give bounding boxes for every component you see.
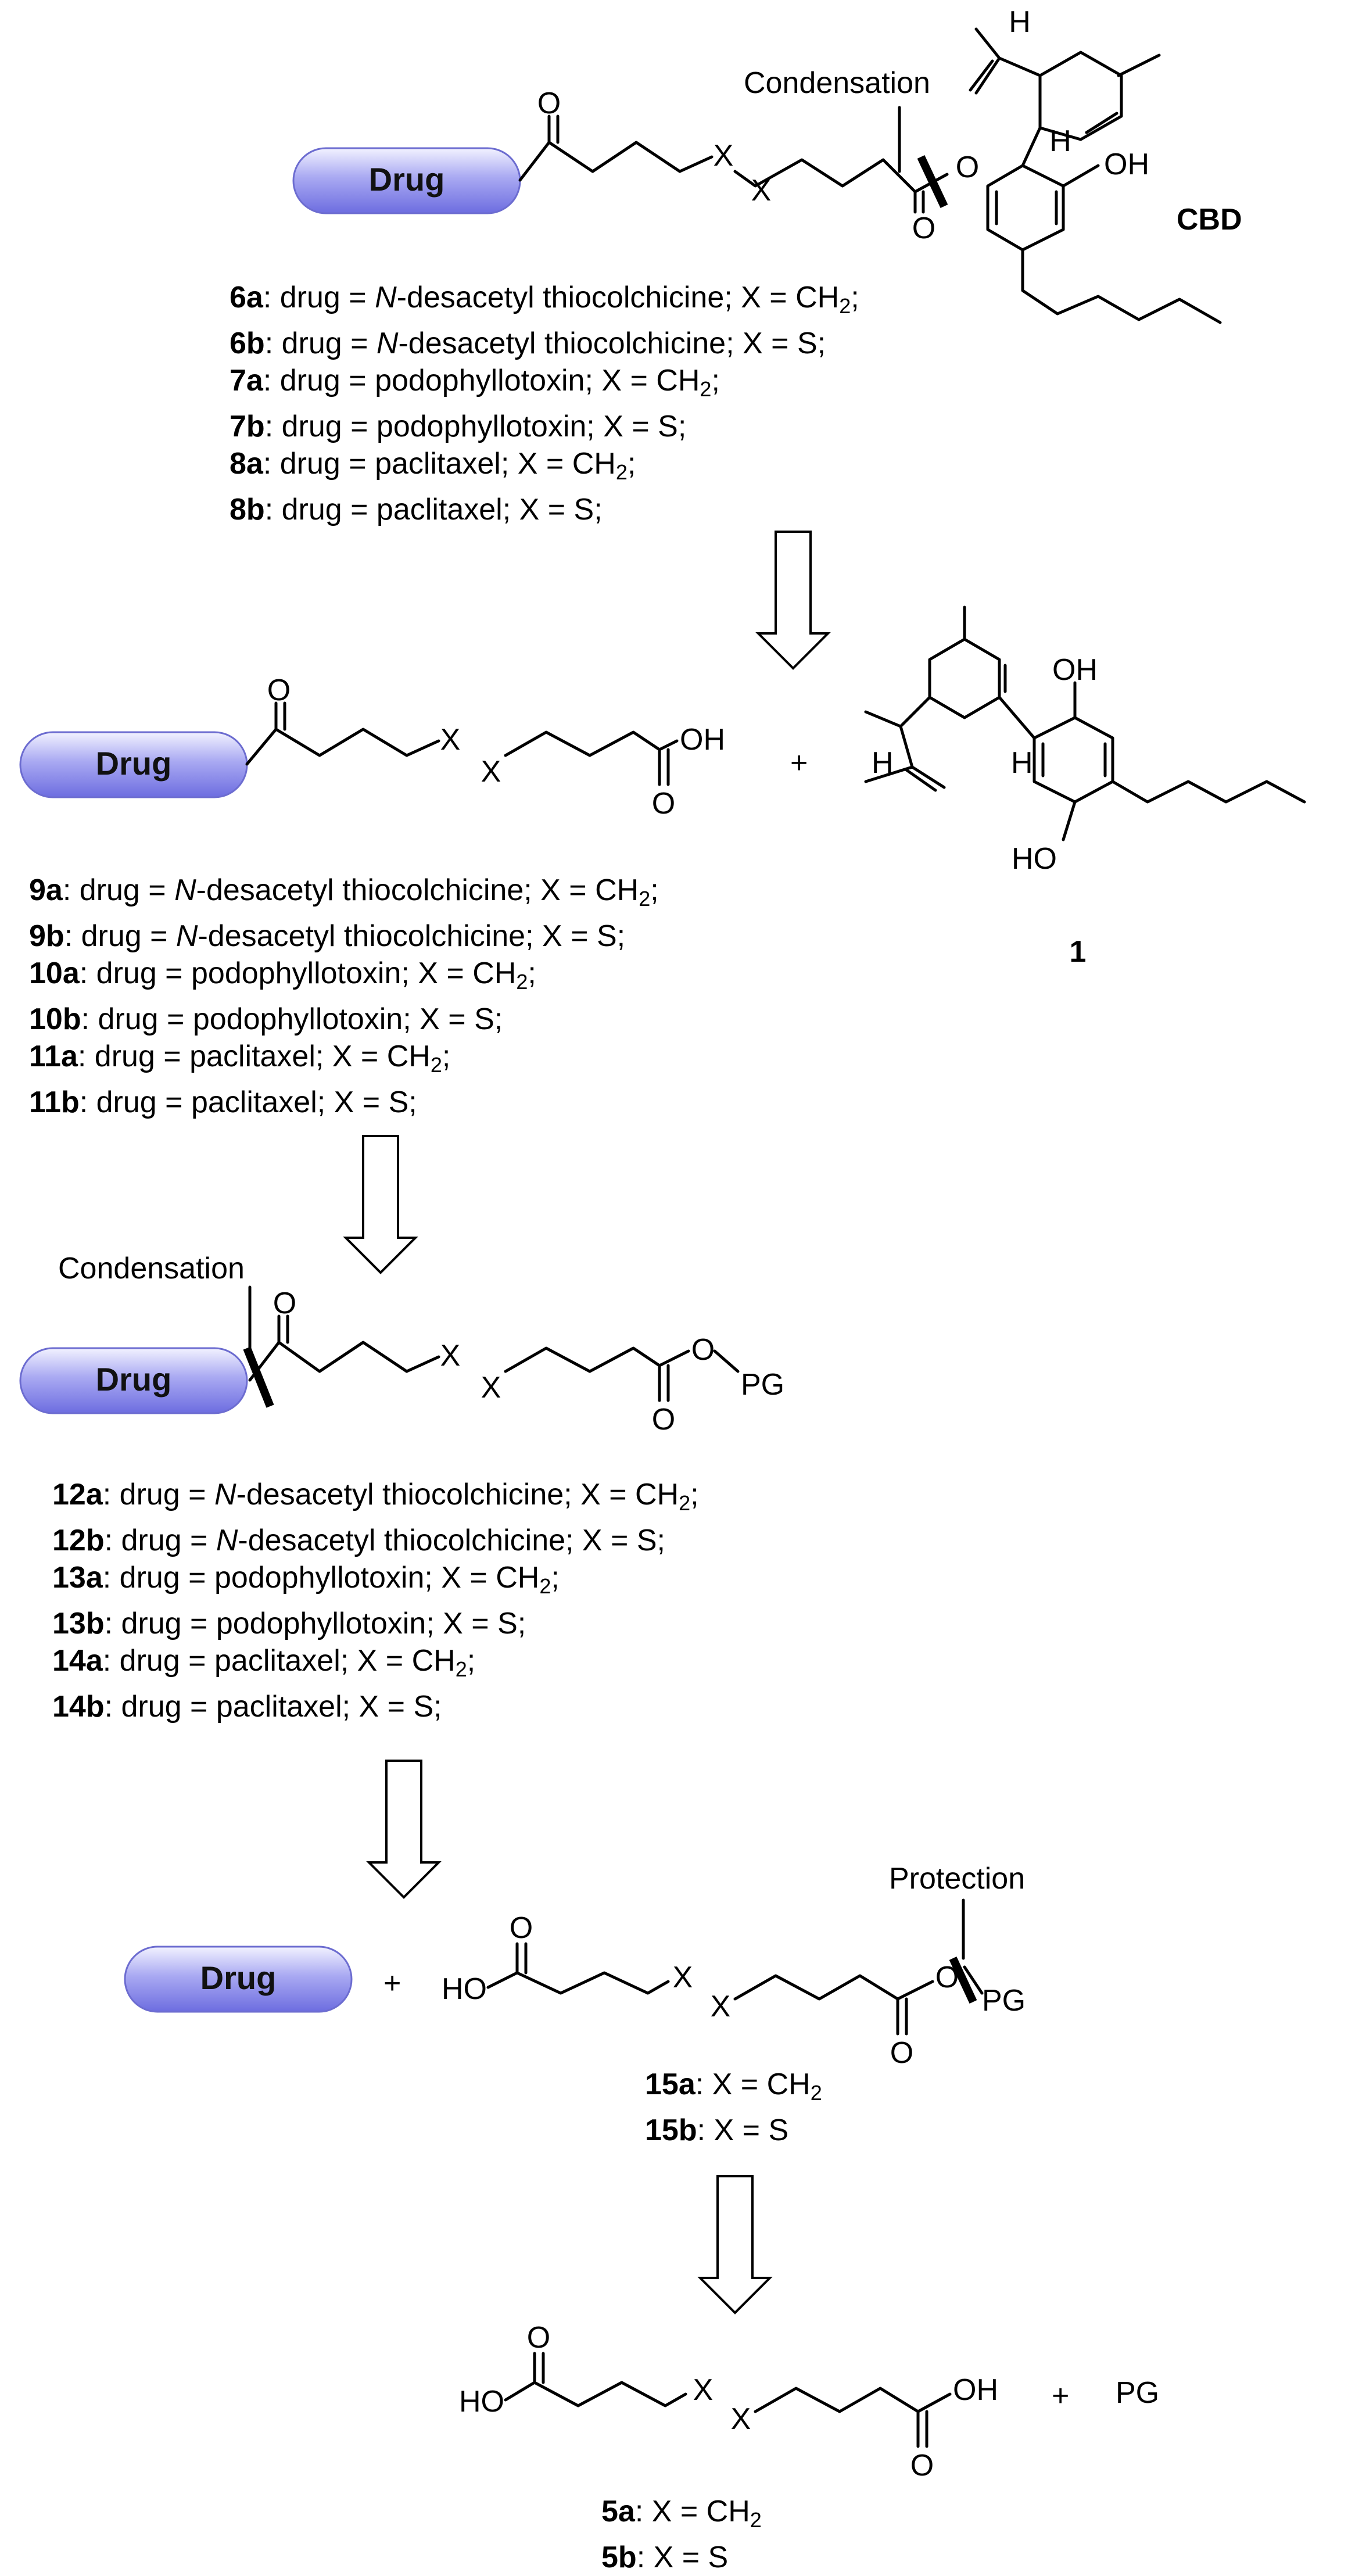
drug-pill-3: Drug [19,1347,248,1414]
plus-sign-1: + [790,746,808,780]
retro-arrow-2 [343,1135,418,1274]
compound-entry-13a: 13a: drug = podophyllotoxin; X = CH2; [52,1561,560,1598]
cbd-label: CBD [1177,203,1242,237]
compound-list-15: 15a: X = CH2 15b: X = S [645,2066,822,2149]
compound-list-9-11: 9a: drug = N-desacetyl thiocolchicine; X… [29,872,659,1121]
compound-entry-10a: 10a: drug = podophyllotoxin; X = CH2; [29,956,536,994]
cbd1-h-right: H [1011,746,1033,780]
linker-chain-1 [518,106,949,214]
cbd-structure [969,27,1222,324]
carbonyl-o-2: O [267,673,291,707]
linker-chain-5 [504,2352,952,2448]
cbd1-oh-top: OH [1052,653,1098,687]
compound-entry-15b: 15b: X = S [645,2113,789,2147]
retro-arrow-1 [755,531,831,670]
x-atom-4b: X [711,1990,731,2023]
x-atom-1a: X [714,139,734,173]
compound-entry-10b: 10b: drug = podophyllotoxin; X = S; [29,1002,503,1036]
compound-entry-8b: 8b: drug = paclitaxel; X = S; [230,493,603,526]
condensation-label-1: Condensation [744,66,930,100]
compound-entry-9b: 9b: drug = N-desacetyl thiocolchicine; X… [29,919,626,953]
cbd-oh: OH [1104,148,1149,181]
cbd-h-mid: H [1049,124,1071,158]
cannabidiol-structure [864,606,1306,841]
cbd1-h-left: H [872,746,894,780]
retro-arrow-4 [697,2175,773,2315]
compound-list-12-14: 12a: drug = N-desacetyl thiocolchicine; … [52,1476,699,1725]
svg-text:Drug: Drug [200,1959,277,1996]
compound-entry-9a: 9a: drug = N-desacetyl thiocolchicine; X… [29,873,659,911]
acid-oh-2: OH [680,723,725,757]
svg-text:Drug: Drug [96,745,172,782]
x-atom-2b: X [481,755,501,789]
plus-sign-3: + [1052,2379,1069,2413]
linker-chain-4 [486,1898,984,2036]
plus-sign-2: + [383,1966,401,2000]
protection-cut [949,1957,977,2004]
ester-o-1: O [912,212,935,245]
pg-label-3: PG [741,1368,784,1402]
carbonyl-o-4: O [510,1911,533,1945]
drug-pill-2: Drug [19,731,248,798]
compound-entry-14b: 14b: drug = paclitaxel; X = S; [52,1690,442,1724]
compound-entry-6b: 6b: drug = N-desacetyl thiocolchicine; X… [230,327,826,360]
retro-arrow-3 [366,1760,442,1899]
x-atom-3a: X [440,1339,461,1373]
condensation-cut-1 [917,155,948,208]
svg-text:Drug: Drug [96,1361,172,1398]
carbonyl-o-5: O [527,2321,550,2355]
compound-entry-5b: 5b: X = S [601,2541,729,2574]
compound-entry-8a: 8a: drug = paclitaxel; X = CH2; [230,447,636,484]
x-atom-5b: X [731,2402,751,2436]
ether-o-1: O [956,151,979,184]
protection-label: Protection [889,1862,1025,1896]
acid-o-2: O [652,787,675,821]
compound-entry-6a: 6a: drug = N-desacetyl thiocolchicine; X… [230,281,859,318]
pg-label-4: PG [982,1984,1026,2018]
compound-entry-7a: 7a: drug = podophyllotoxin; X = CH2; [230,364,720,401]
compound-entry-5a: 5a: X = CH2 [601,2495,762,2532]
acid-o-3: O [652,1403,675,1436]
linker-chain-3 [248,1314,740,1402]
ho-4: HO [442,1972,487,2006]
compound-list-6-8: 6a: drug = N-desacetyl thiocolchicine; X… [230,279,859,528]
cannabidiol-number: 1 [1070,935,1087,969]
carbonyl-o-3: O [273,1287,296,1320]
x-atom-4a: X [673,1961,693,1994]
svg-text:Drug: Drug [369,161,445,198]
acid-o-5: O [910,2449,934,2482]
linker-chain-2 [245,701,679,786]
cbd-h-top: H [1009,5,1031,39]
x-atom-3b: X [481,1371,501,1405]
x-atom-1b: X [751,174,772,207]
compound-list-5: 5a: X = CH2 5b: X = S [601,2493,762,2576]
compound-entry-11a: 11a: drug = paclitaxel; X = CH2; [29,1040,451,1077]
compound-entry-7b: 7b: drug = podophyllotoxin; X = S; [230,410,687,443]
cbd1-ho: HO [1012,842,1057,876]
x-atom-5a: X [693,2373,714,2407]
x-atom-2a: X [440,723,461,757]
compound-entry-12b: 12b: drug = N-desacetyl thiocolchicine; … [52,1524,665,1557]
compound-entry-14a: 14a: drug = paclitaxel; X = CH2; [52,1644,476,1681]
pg-label-5: PG [1116,2376,1159,2410]
ho-5: HO [459,2385,504,2419]
acid-oh-5: OH [953,2373,998,2407]
acid-o-4: O [890,2036,913,2070]
drug-pill-1: Drug [292,147,521,214]
ester-o-3: O [691,1333,715,1367]
compound-entry-11b: 11b: drug = paclitaxel; X = S; [29,1085,417,1119]
compound-entry-15a: 15a: X = CH2 [645,2068,822,2105]
condensation-label-2: Condensation [58,1252,245,1285]
condensation-cut-2 [243,1346,274,1408]
carbonyl-o-1: O [537,87,561,120]
drug-pill-4: Drug [124,1946,353,2013]
compound-entry-12a: 12a: drug = N-desacetyl thiocolchicine; … [52,1478,699,1515]
compound-entry-13b: 13b: drug = podophyllotoxin; X = S; [52,1607,526,1640]
